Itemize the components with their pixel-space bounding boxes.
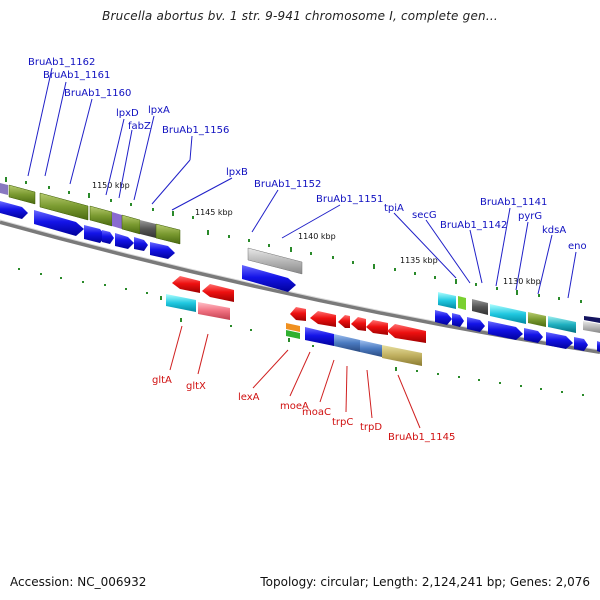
tick-track-lower	[18, 268, 584, 396]
gene-label[interactable]: BruAb1_1151	[316, 194, 383, 205]
gene-label[interactable]: BruAb1_1161	[43, 70, 110, 81]
cds-arrow-forward[interactable]	[546, 332, 573, 349]
feature-gene-block[interactable]	[286, 323, 300, 332]
cds-arrow-forward[interactable]	[102, 230, 114, 244]
feature-gene-block[interactable]	[39, 192, 89, 221]
cds-arrow-forward[interactable]	[467, 317, 485, 332]
cds-arrow-forward[interactable]	[115, 233, 134, 249]
reverse-features-left[interactable]	[166, 276, 234, 320]
gene-label[interactable]: BruAb1_1142	[440, 220, 507, 231]
feature-gene-block[interactable]	[0, 183, 8, 195]
feature-gene-block[interactable]	[528, 312, 546, 327]
cds-arrow-forward[interactable]	[150, 242, 175, 259]
feature-gene-block[interactable]	[334, 334, 360, 352]
gene-label[interactable]: BruAb1_1156	[162, 125, 229, 136]
feature-gene-block[interactable]	[140, 220, 156, 238]
gene-label[interactable]: moeA	[280, 401, 309, 412]
gene-label[interactable]: lpxB	[226, 167, 248, 178]
label-leaders-above	[27, 67, 577, 299]
gene-label[interactable]: BruAb1_1145	[388, 432, 455, 443]
cds-arrow-forward[interactable]	[574, 337, 588, 351]
gene-label[interactable]: fabZ	[128, 121, 151, 132]
cds-arrow-forward[interactable]	[305, 327, 334, 346]
gene-label[interactable]: pyrG	[518, 211, 542, 222]
gene-label[interactable]: BruAb1_1160	[64, 88, 131, 99]
feature-gene-block[interactable]	[472, 299, 488, 315]
tick-track-upper	[5, 177, 582, 303]
map-title: Brucella abortus bv. 1 str. 9-941 chromo…	[102, 9, 498, 23]
feature-gene-block[interactable]	[360, 340, 382, 357]
feature-gene-block[interactable]	[155, 223, 181, 245]
feature-gene-block[interactable]	[112, 212, 122, 229]
cds-arrow-forward[interactable]	[452, 313, 464, 327]
scale-label-1140: 1140 kbp	[298, 232, 336, 241]
cds-arrow-forward[interactable]	[84, 225, 106, 243]
scale-label-1150: 1150 kbp	[92, 181, 130, 190]
gene-label[interactable]: trpC	[332, 417, 353, 428]
cds-arrow-forward[interactable]	[524, 328, 543, 343]
feature-gene-block[interactable]	[438, 292, 456, 309]
feature-gene-block[interactable]	[166, 294, 196, 312]
cds-arrow-forward[interactable]	[242, 265, 296, 292]
feature-gene-block[interactable]	[8, 184, 36, 205]
forward-features-middle[interactable]	[242, 247, 303, 292]
gene-label[interactable]: eno	[568, 241, 587, 252]
gene-label[interactable]: BruAb1_1141	[480, 197, 547, 208]
cds-arrow-forward[interactable]	[597, 341, 600, 352]
cds-arrow-reverse[interactable]	[338, 315, 350, 328]
scale-label-1135: 1135 kbp	[400, 256, 438, 265]
gene-label[interactable]: secG	[412, 210, 437, 221]
cds-arrow-forward[interactable]	[34, 210, 84, 236]
gene-label[interactable]: moaC	[302, 407, 331, 418]
cds-arrow-reverse[interactable]	[351, 317, 366, 331]
gene-label[interactable]: gltX	[186, 381, 206, 392]
accession-text: Accession: NC_006932	[10, 575, 147, 589]
cds-arrow-reverse[interactable]	[387, 324, 426, 343]
genome-summary-text: Topology: circular; Length: 2,124,241 bp…	[260, 575, 590, 589]
cds-arrow-forward[interactable]	[134, 237, 148, 251]
cds-arrow-reverse[interactable]	[290, 307, 306, 321]
feature-gene-block[interactable]	[490, 304, 526, 324]
gene-label[interactable]: BruAb1_1162	[28, 57, 95, 68]
label-leaders-below	[169, 325, 421, 429]
cds-arrow-reverse[interactable]	[202, 284, 234, 302]
feature-gene-block[interactable]	[89, 205, 113, 227]
feature-gene-block[interactable]	[458, 296, 466, 310]
cds-arrow-reverse[interactable]	[310, 311, 336, 327]
cds-arrow-forward[interactable]	[488, 321, 523, 340]
feature-gene-block[interactable]	[548, 316, 576, 333]
scale-label-1130: 1130 kbp	[503, 277, 541, 286]
forward-features-left[interactable]	[0, 183, 181, 259]
cds-arrow-reverse[interactable]	[366, 320, 388, 335]
forward-features-right[interactable]	[435, 292, 600, 352]
gene-label[interactable]: lpxD	[116, 108, 139, 119]
feature-gene-block[interactable]	[583, 321, 600, 333]
feature-gene-block[interactable]	[198, 302, 230, 320]
feature-gene-block[interactable]	[247, 247, 303, 275]
cds-arrow-reverse[interactable]	[172, 276, 200, 293]
feature-gene-block[interactable]	[382, 345, 422, 366]
feature-gene-block[interactable]	[584, 316, 600, 323]
feature-gene-block[interactable]	[286, 330, 300, 339]
reverse-features-middle[interactable]	[286, 307, 426, 366]
scale-label-1145: 1145 kbp	[195, 208, 233, 217]
feature-gene-block[interactable]	[121, 214, 141, 235]
gene-label[interactable]: lexA	[238, 392, 260, 403]
gene-label[interactable]: kdsA	[542, 225, 566, 236]
gene-label[interactable]: tpiA	[384, 203, 404, 214]
cds-arrow-forward[interactable]	[0, 201, 28, 219]
gene-label[interactable]: lpxA	[148, 105, 170, 116]
gene-label[interactable]: gltA	[152, 375, 172, 386]
gene-label[interactable]: trpD	[360, 422, 382, 433]
cds-arrow-forward[interactable]	[435, 310, 452, 325]
gene-label[interactable]: BruAb1_1152	[254, 179, 321, 190]
